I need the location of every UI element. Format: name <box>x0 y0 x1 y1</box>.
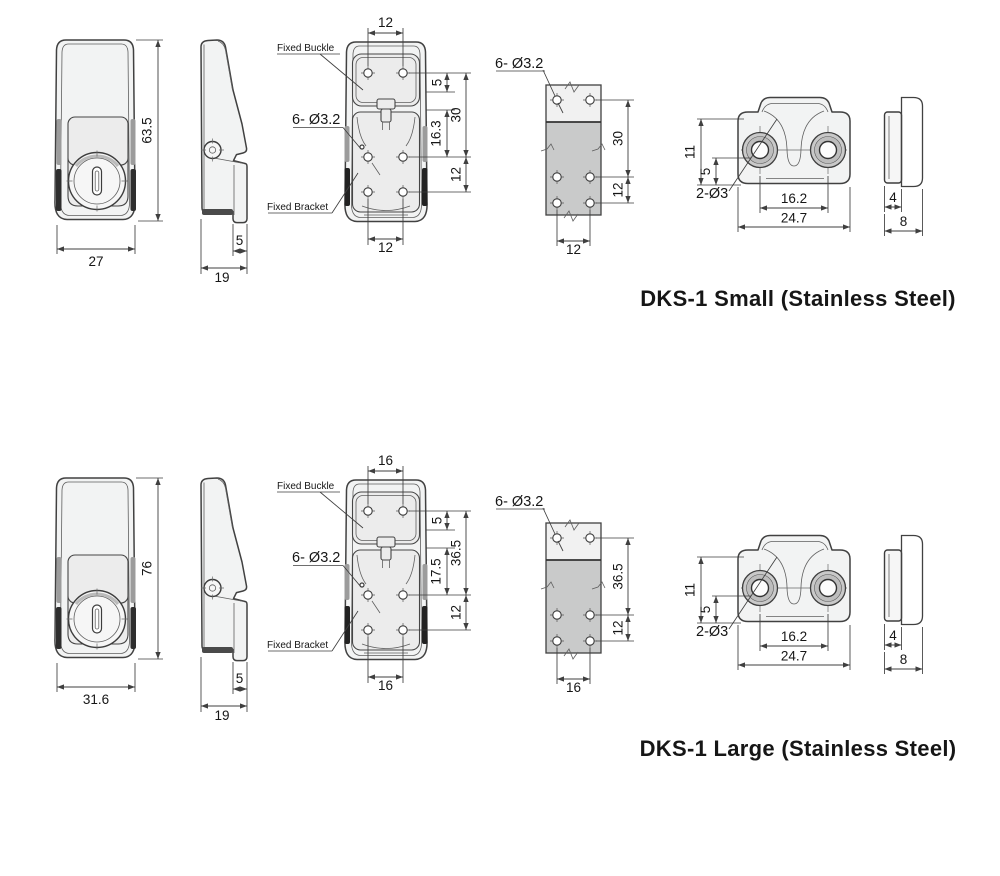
dim-hole-rows-span: 30 <box>449 107 464 122</box>
dim-side-depth: 19 <box>214 708 229 723</box>
dim-side-offset: 5 <box>236 671 244 686</box>
label-fixed-buckle: Fixed Buckle <box>277 481 335 492</box>
dim-top-hole-spacing: 16 <box>378 453 393 468</box>
dim-bracket-hole-spacing: 16.2 <box>781 629 807 644</box>
dim-template-rows-span: 30 <box>611 131 626 146</box>
dim-bracket-to-holes: 16.3 <box>429 120 444 146</box>
dim-template-hole-spacing: 16 <box>566 680 581 695</box>
dim-bottom-hole-spacing: 12 <box>378 240 393 255</box>
label-mounting-holes: 6- Ø3.2 <box>292 550 340 566</box>
dim-top-hole-spacing: 12 <box>378 15 393 30</box>
dim-front-width: 27 <box>88 254 103 269</box>
dim-template-rows-lower: 12 <box>611 620 626 635</box>
dim-bracket-height: 11 <box>683 583 698 597</box>
latch-views-artwork-large <box>55 466 923 712</box>
label-template-holes: 6- Ø3.2 <box>495 56 543 72</box>
dim-bracket-plate: 4 <box>889 190 897 205</box>
dim-bracket-to-holes: 17.5 <box>429 558 444 584</box>
dim-side-depth: 19 <box>214 270 229 285</box>
dim-bracket-width: 24.7 <box>781 211 807 226</box>
dim-hole-rows-span: 36.5 <box>449 540 464 566</box>
dim-bracket-hole-spacing: 16.2 <box>781 191 807 206</box>
dim-bracket-height: 11 <box>683 145 698 159</box>
section-title-small: DKS-1 Small (Stainless Steel) <box>640 286 956 311</box>
label-mounting-holes: 6- Ø3.2 <box>292 112 340 128</box>
label-bracket-holes: 2-Ø3 <box>696 186 728 202</box>
dim-hole-rows-lower: 12 <box>449 605 464 620</box>
dim-buckle-hole-inset: 5 <box>430 517 445 525</box>
dim-template-hole-spacing: 12 <box>566 242 581 257</box>
section-dks1-large: 76 31.6 5 19 16 Fixed Buckle 6- Ø3.2 Fix… <box>55 453 956 761</box>
dim-front-height: 76 <box>140 561 155 576</box>
dim-bottom-hole-spacing: 16 <box>378 678 393 693</box>
dim-bracket-plate: 4 <box>889 628 897 643</box>
dim-buckle-hole-inset: 5 <box>430 79 445 87</box>
dim-hole-rows-lower: 12 <box>449 167 464 182</box>
dim-front-width: 31.6 <box>83 692 109 707</box>
label-template-holes: 6- Ø3.2 <box>495 494 543 510</box>
section-title-large: DKS-1 Large (Stainless Steel) <box>640 736 957 761</box>
label-fixed-bracket: Fixed Bracket <box>267 640 328 651</box>
dim-side-offset: 5 <box>236 233 244 248</box>
dim-template-rows-span: 36.5 <box>611 563 626 589</box>
dim-bracket-offset: 5 <box>698 606 713 614</box>
dim-template-rows-lower: 12 <box>611 182 626 197</box>
dim-bracket-width: 24.7 <box>781 649 807 664</box>
latch-views-artwork-small <box>55 28 923 274</box>
label-fixed-buckle: Fixed Buckle <box>277 43 335 54</box>
dim-bracket-depth: 8 <box>900 652 908 667</box>
label-bracket-holes: 2-Ø3 <box>696 624 728 640</box>
label-fixed-bracket: Fixed Bracket <box>267 202 328 213</box>
section-dks1-small: 63.5 27 5 19 12 Fixed Buckle 6- Ø3.2 Fix… <box>55 15 956 311</box>
dim-front-height: 63.5 <box>140 117 155 143</box>
dim-bracket-offset: 5 <box>698 168 713 176</box>
dim-bracket-depth: 8 <box>900 214 908 229</box>
